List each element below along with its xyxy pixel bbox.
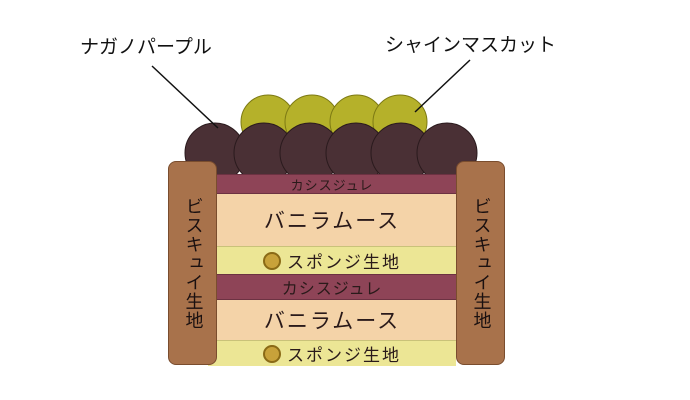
leader-line-shine-muscat [414,59,471,113]
vanilla-mousse-layer-bottom: バニラムース [208,300,456,340]
vanilla-mousse-layer-top: バニラムース [208,194,456,246]
cassis-label-bottom: カシスジュレ [281,279,383,298]
sponge-label-top: スポンジ生地 [287,253,401,273]
biscuit-label-right: ビスキュイ生地 [470,196,492,330]
award-badge-icon [263,344,281,363]
award-badge-icon [263,251,281,270]
cassis-layer-top: カシスジュレ [208,174,456,194]
sponge-layer-top: スポンジ生地 [208,246,456,274]
leader-line-nagano-purple [151,65,219,129]
nagano-purple-label: ナガノパープル [80,36,212,58]
sponge-label-bottom: スポンジ生地 [287,346,401,366]
vanilla-label-top: バニラムース [263,209,401,233]
cassis-layer-bottom: カシスジュレ [208,274,456,300]
cassis-label-top: カシスジュレ [290,178,374,194]
vanilla-label-bottom: バニラムース [263,309,401,333]
biscuit-label-left: ビスキュイ生地 [182,196,204,330]
sponge-layer-bottom: スポンジ生地 [208,340,456,366]
biscuit-left: ビスキュイ生地 [168,161,217,365]
biscuit-right: ビスキュイ生地 [456,161,505,365]
shine-muscat-label: シャインマスカット [385,34,557,56]
